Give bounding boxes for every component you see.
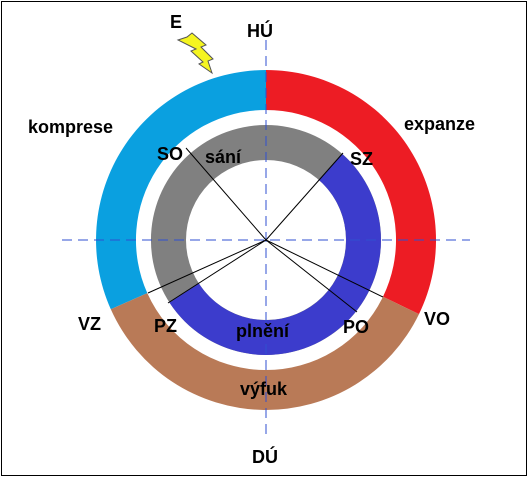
label-expansion: expanze — [404, 114, 475, 134]
filling-arc — [169, 153, 381, 355]
exhaust-arc — [110, 293, 420, 410]
label-top-dead-center: HÚ — [247, 20, 273, 41]
expansion-arc — [266, 70, 436, 315]
label-compression: komprese — [28, 117, 113, 137]
ray-vz — [147, 239, 267, 294]
label-intake: sání — [205, 147, 242, 167]
label-filling-open: PO — [343, 317, 369, 337]
label-filling-close: PZ — [154, 316, 177, 336]
label-spark: E — [170, 12, 182, 32]
timing-rays — [147, 147, 384, 313]
label-intake-open: SO — [157, 144, 183, 164]
label-exhaust: výfuk — [240, 379, 288, 399]
label-filling: plnění — [236, 321, 290, 341]
compression-arc — [96, 70, 266, 310]
ray-sz — [265, 152, 344, 241]
ray-po — [265, 239, 358, 313]
label-exhaust-open: VO — [424, 309, 450, 329]
lightning-bolt-icon — [176, 32, 214, 75]
label-intake-close: SZ — [350, 149, 373, 169]
ray-pz — [167, 239, 267, 304]
ray-vo — [265, 239, 384, 298]
ray-so — [185, 147, 267, 241]
label-exhaust-close: VZ — [78, 314, 101, 334]
label-bottom-dead-center: DÚ — [252, 446, 278, 467]
